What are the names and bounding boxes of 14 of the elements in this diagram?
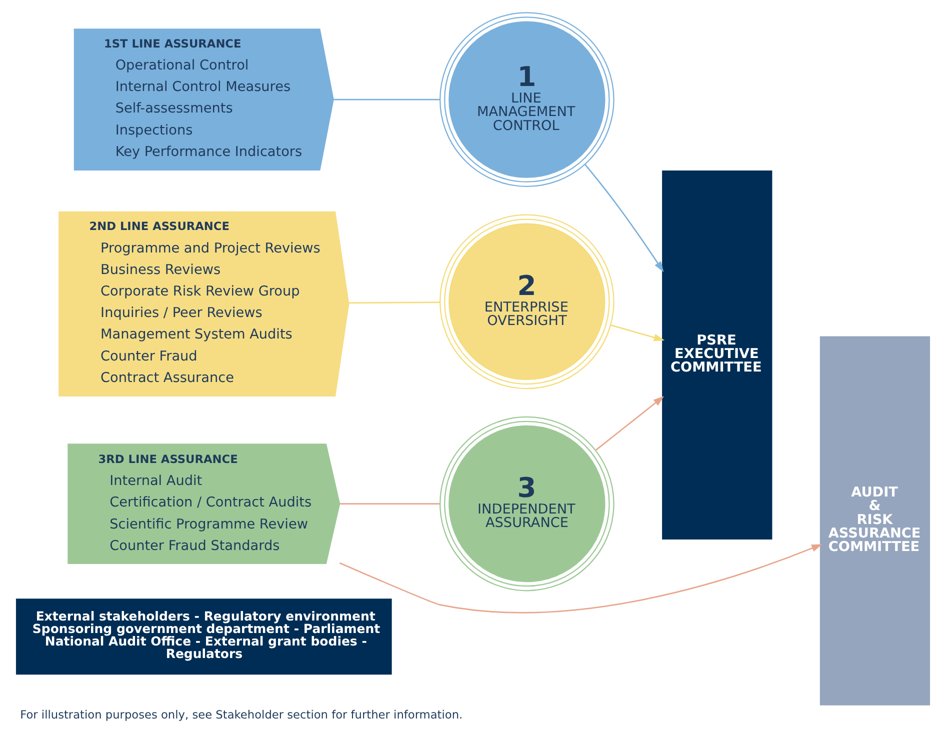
node-circle: 1 LINE MANAGEMENT CONTROL bbox=[439, 12, 614, 187]
connector bbox=[348, 302, 440, 304]
node-circle: 3 INDEPENDENT ASSURANCE bbox=[439, 416, 614, 592]
node-box: AUDIT & RISK ASSURANCE COMMITTEE bbox=[819, 336, 930, 706]
caption: For illustration purposes only, see Stakeholder section for further information. bbox=[20, 707, 462, 722]
arrow bbox=[595, 396, 664, 451]
node-circle: 2 ENTERPRISE OVERSIGHT bbox=[439, 214, 614, 390]
node-box: External stakeholders - Regulatory environment Sponsoring government department - Parliament National Audit Office - External grant bodies - Regulators bbox=[15, 598, 392, 675]
arrow bbox=[584, 164, 664, 272]
connector bbox=[333, 98, 440, 100]
connector bbox=[339, 503, 440, 504]
arrow bbox=[338, 544, 822, 614]
arrow bbox=[610, 324, 664, 342]
node-box: PSRE EXECUTIVE COMMITTEE bbox=[662, 170, 772, 540]
